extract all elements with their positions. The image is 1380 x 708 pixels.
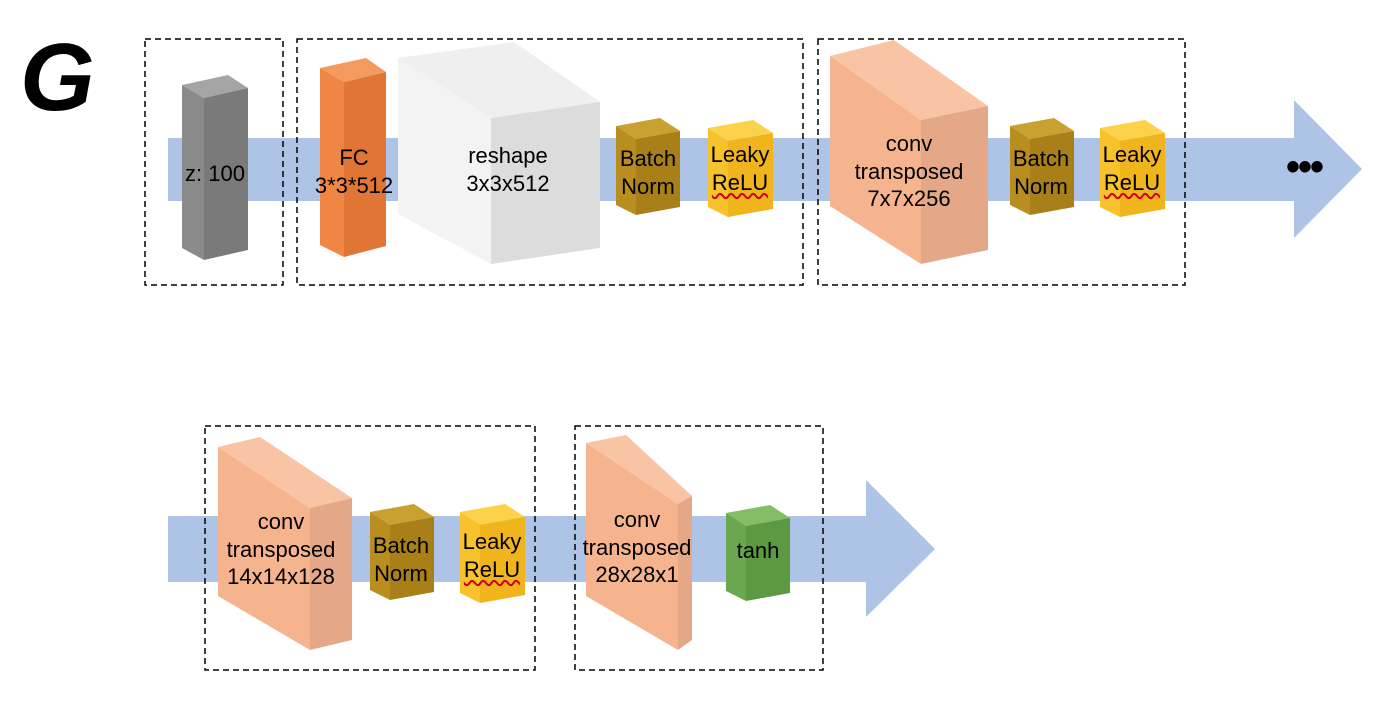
- conv-transposed-block-3: [586, 435, 692, 650]
- group-box-conv3: [574, 425, 824, 671]
- tanh-block: [726, 505, 790, 601]
- leakyrelu-block-2: [1100, 120, 1165, 217]
- group-box-conv2: [204, 425, 536, 671]
- fc-block: [320, 58, 386, 257]
- group-box-conv1: [817, 38, 1186, 286]
- conv-transposed-block-2: [218, 437, 352, 650]
- reshape-block: [398, 42, 600, 264]
- tanh-label: tanh: [736, 538, 780, 563]
- flow-arrow-row2: [168, 480, 935, 617]
- leakyrelu-block-1: [708, 120, 773, 217]
- group-box-fc: [296, 38, 804, 286]
- batchnorm-block-2: [1010, 118, 1074, 215]
- batchnorm-block-1: [616, 118, 680, 215]
- batchnorm-block-3: [370, 504, 434, 600]
- generator-letter: G: [20, 24, 95, 131]
- leakyrelu-block-3: [460, 504, 525, 603]
- input-label: z: 100: [185, 161, 245, 186]
- group-box-input: [144, 38, 284, 286]
- continuation-dots: •••: [1286, 145, 1324, 189]
- input-block: [182, 75, 248, 260]
- conv-transposed-block-1: [830, 40, 988, 264]
